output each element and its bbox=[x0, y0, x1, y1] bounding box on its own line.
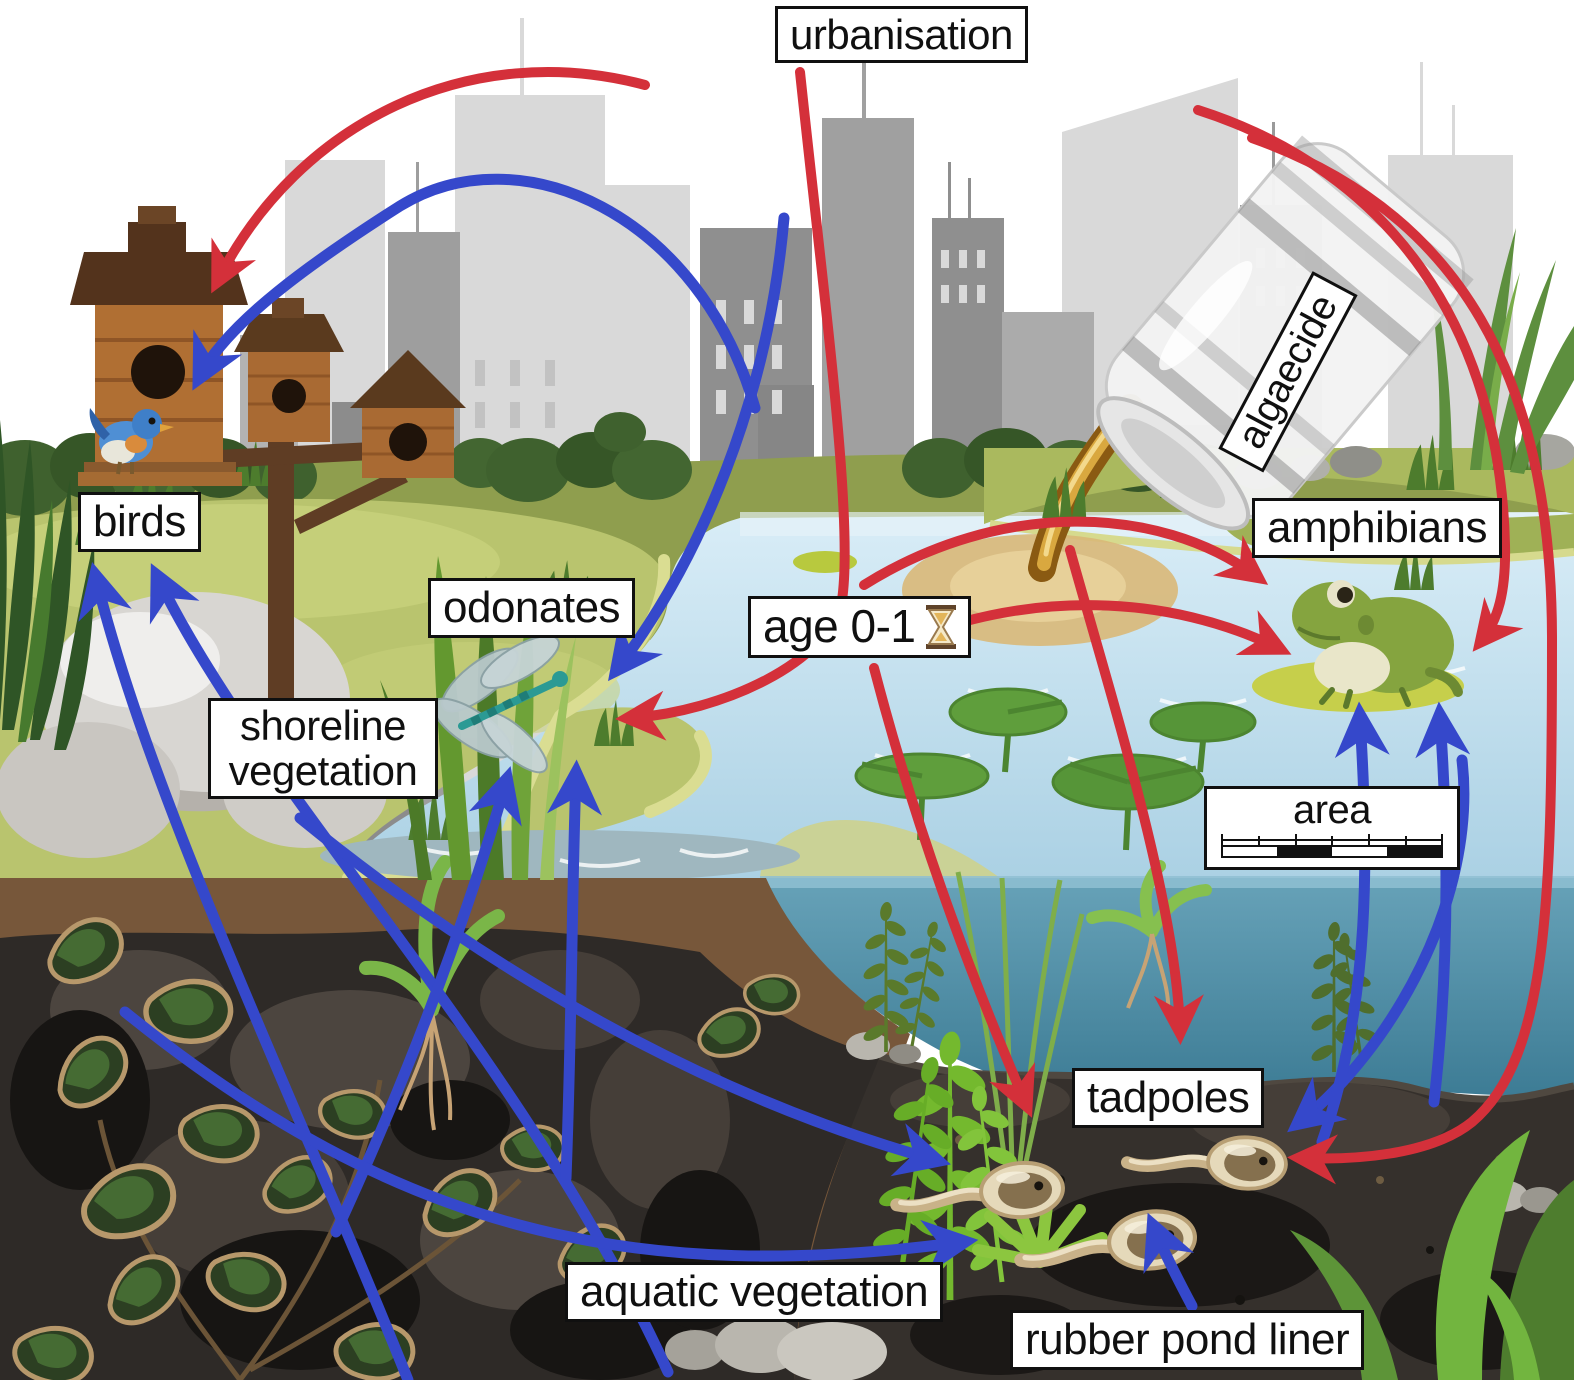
arrows-positive bbox=[78, 173, 1471, 1380]
arrow-red-urbanisation-to-odonates bbox=[615, 67, 850, 741]
label-rubber-pond-liner: rubber pond liner bbox=[1010, 1310, 1365, 1370]
birdhouses bbox=[70, 206, 466, 710]
label-birds-text: birds bbox=[93, 497, 186, 546]
frog bbox=[1252, 580, 1464, 712]
inlet-water bbox=[320, 830, 800, 882]
label-urbanisation-text: urbanisation bbox=[790, 11, 1013, 58]
label-odonates-text: odonates bbox=[443, 583, 621, 632]
hourglass-icon bbox=[925, 604, 956, 649]
label-rubber-pond-liner-text: rubber pond liner bbox=[1025, 1315, 1350, 1364]
bird bbox=[89, 408, 174, 475]
label-aquatic-vegetation-text: aquatic vegetation bbox=[580, 1267, 929, 1316]
arrow-blue-tadpoles-to-amphibians bbox=[1316, 701, 1390, 1148]
arrow-blue-soil-to-birds-2 bbox=[149, 563, 674, 1378]
label-area: area bbox=[1204, 786, 1460, 871]
label-birds: birds bbox=[78, 492, 201, 552]
arrow-red-age-to-tadpoles bbox=[869, 663, 1036, 1118]
label-urbanisation: urbanisation bbox=[775, 6, 1028, 64]
arrow-blue-veg-to-odonates-1 bbox=[330, 766, 522, 1238]
arrow-blue-veg-to-odonates-2 bbox=[547, 759, 603, 1184]
dragonfly bbox=[431, 635, 568, 774]
arrow-red-algaecide-to-amphibians-1 bbox=[859, 516, 1269, 590]
label-shoreline-vegetation: shoreline vegetation bbox=[208, 698, 438, 799]
left-tall-grass bbox=[0, 420, 95, 750]
label-amphibians-text: amphibians bbox=[1267, 503, 1488, 552]
label-area-text: area bbox=[1292, 788, 1372, 832]
label-tadpoles-text: tadpoles bbox=[1087, 1073, 1250, 1122]
map-scale-bar bbox=[1221, 834, 1443, 859]
label-shoreline-vegetation-text: shoreline vegetation bbox=[228, 702, 418, 795]
arrow-blue-shore-to-tadpoles bbox=[294, 812, 951, 1177]
label-age-0-1-text: age 0-1 bbox=[763, 600, 916, 652]
label-tadpoles: tadpoles bbox=[1072, 1068, 1265, 1128]
arrow-red-urbanisation-to-birds bbox=[211, 67, 650, 294]
label-odonates: odonates bbox=[428, 578, 636, 638]
arrow-blue-veg-to-tadpoles bbox=[119, 1006, 979, 1275]
arrow-blue-pond-to-odonates bbox=[608, 212, 790, 682]
label-age-0-1: age 0-1 bbox=[748, 596, 971, 658]
label-amphibians: amphibians bbox=[1252, 498, 1503, 558]
arrow-red-urbanisation-to-tadpoles bbox=[1247, 133, 1558, 1185]
arrow-blue-pond-to-birds bbox=[192, 173, 761, 414]
arrow-blue-area-to-amphibians bbox=[1415, 701, 1471, 1108]
arrow-blue-liner-to-tadpoles bbox=[1143, 1212, 1198, 1312]
label-aquatic-vegetation: aquatic vegetation bbox=[565, 1262, 944, 1322]
arrow-blue-soil-to-birds-1 bbox=[78, 561, 414, 1380]
arrow-red-algaecide-to-tadpoles bbox=[1065, 545, 1204, 1045]
